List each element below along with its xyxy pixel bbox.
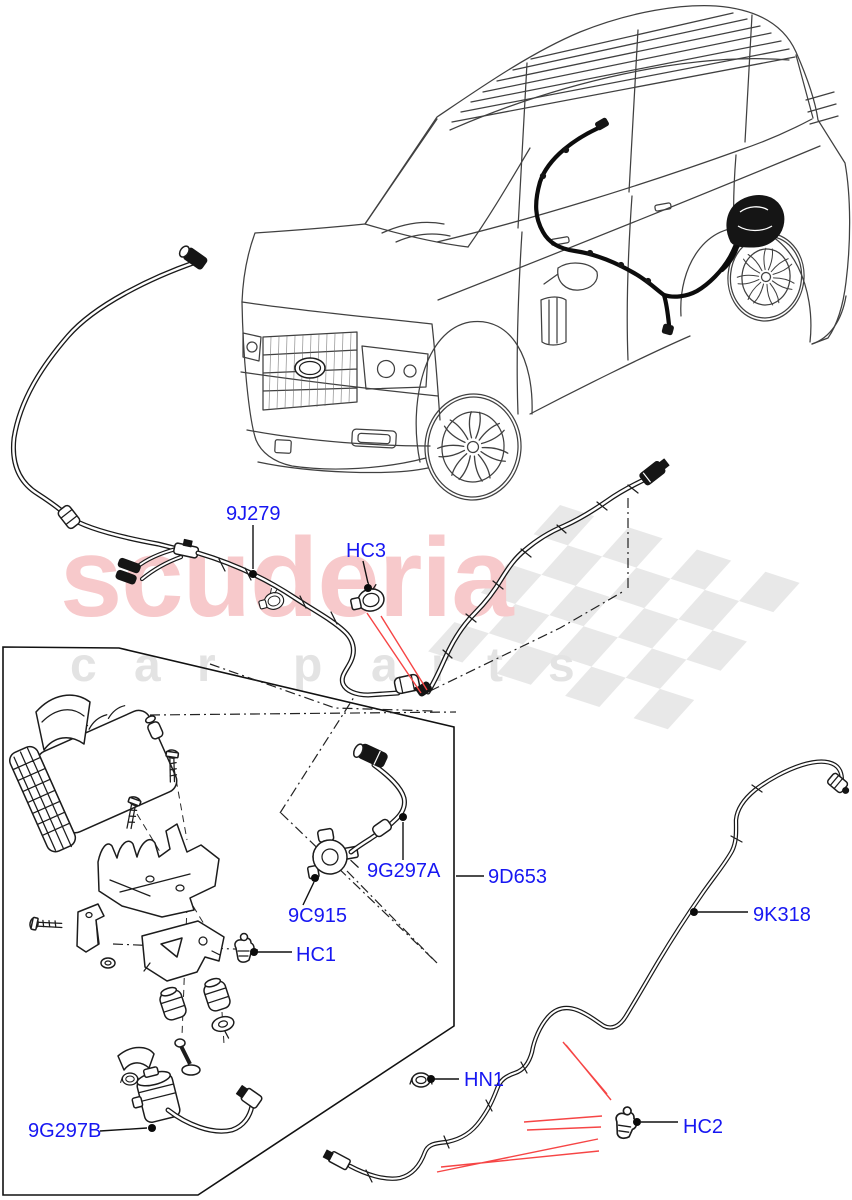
rubber-isolator [156,984,189,1023]
support-bracket [76,903,105,953]
red-position-leaders [366,612,612,1173]
rubber-isolator [200,975,233,1014]
tagline-letter: s [548,639,575,692]
carbon-canister [9,705,178,853]
brand-tagline-watermark: c a r p a r t s [70,639,575,692]
tagline-letter: t [487,639,503,692]
door-mirror [543,262,598,291]
part-label-9D653[interactable]: 9D653 [488,866,547,888]
washer [100,957,116,969]
small-strap [117,1046,155,1071]
fuel-vapour-separator-9G297B [131,1066,263,1132]
part-label-HC1[interactable]: HC1 [296,944,336,966]
fuel-filler-head [726,195,785,248]
kit-boundary-box [2,646,455,1196]
vapour-line-front-9J279 [13,245,670,698]
headlamp-right [361,345,429,390]
part-label-9C915[interactable]: 9C915 [288,905,347,927]
part-label-9G297A[interactable]: 9G297A [367,860,441,882]
tagline-letter: a [371,639,398,692]
purge-hose-9G297A [351,743,404,852]
headlamp-left [242,332,262,362]
vehicle-illustration [240,5,851,501]
fuel-vapour-harness-installed [534,117,785,336]
checkered-flag-watermark [428,505,800,730]
tagline-letter: r [197,639,216,692]
part-label-HN1[interactable]: HN1 [464,1069,504,1091]
fog-lamp [351,428,397,449]
tagline-letter: a [134,639,161,692]
part-code-labels: 9J279 HC3 9G297A 9D653 9C915 HC1 9K318 9… [28,503,811,1142]
canister-strap [35,694,91,751]
grille [262,331,358,411]
pipe-grommet [57,504,81,530]
fender-vent [540,296,567,346]
canister-bracket [97,823,220,918]
part-label-9K318[interactable]: 9K318 [753,904,811,926]
fuel-vent-pipe-9K318 [322,762,850,1183]
mounting-stud [174,1038,201,1076]
label-leaders [99,525,748,1132]
part-label-9J279[interactable]: 9J279 [226,503,281,525]
tagline-letter: p [293,639,322,692]
front-wheel [424,393,522,501]
mounting-plate [141,920,225,982]
part-label-HC3[interactable]: HC3 [346,540,386,562]
pipe-clip-HC1 [234,932,255,963]
grommet [211,1015,235,1039]
bolt [28,915,64,937]
part-label-9G297B[interactable]: 9G297B [28,1120,101,1142]
part-label-HC2[interactable]: HC2 [683,1116,723,1138]
